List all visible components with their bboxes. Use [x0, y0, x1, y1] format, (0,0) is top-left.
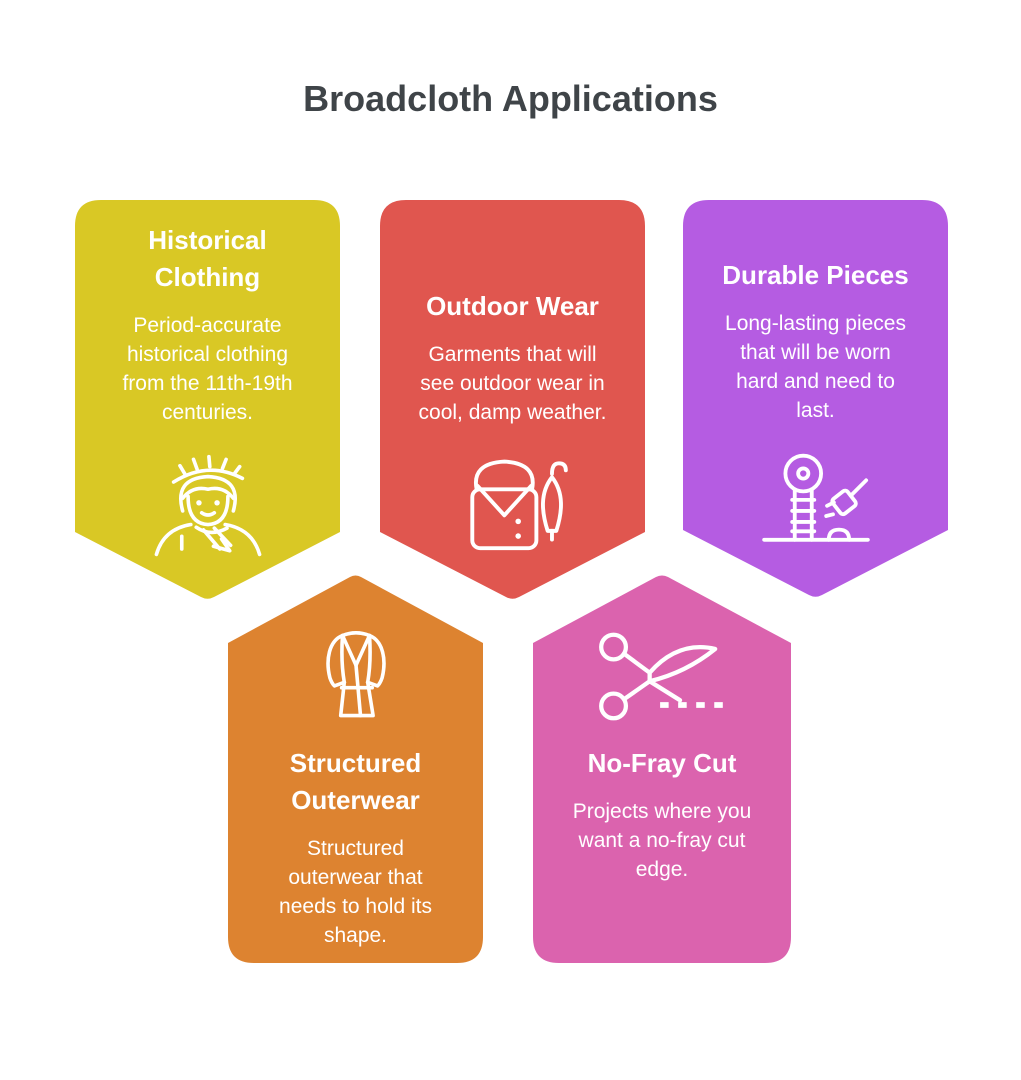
card-outdoor-wear: Outdoor Wear Garments that will see outd… [380, 200, 645, 600]
card-title: Outdoor Wear [426, 291, 599, 322]
card-shape-point-up [533, 575, 791, 963]
card-historical-clothing: Historical Clothing Period-accurate hist… [75, 200, 340, 600]
card-description: Period-accurate historical clothing from… [122, 314, 293, 425]
card-title: Structured Outerwear [289, 748, 422, 815]
card-shape-point-up [228, 575, 483, 963]
card-shape-point-down [75, 200, 340, 599]
card-title: No-Fray Cut [587, 748, 737, 778]
card-description: Long-lasting pieces that will be worn ha… [725, 312, 906, 423]
raincoat-umbrella-icon [448, 428, 578, 600]
scissors-icon [586, 573, 738, 745]
card-no-fray-cut: No-Fray Cut Projects where you want a no… [533, 573, 791, 963]
card-description: Projects where you want a no-fray cut ed… [572, 799, 752, 881]
card-shape-point-down [380, 200, 645, 599]
coat-icon [302, 573, 410, 745]
card-title: Durable Pieces [722, 260, 909, 291]
card-shape-point-down [683, 200, 948, 597]
card-description: Structured outerwear that needs to hold … [279, 836, 432, 947]
card-title: Historical Clothing [148, 225, 267, 293]
page-title: Broadcloth Applications [303, 78, 718, 119]
laurel-woman-icon [149, 428, 267, 600]
card-durable-pieces: Durable Pieces Long-lasting pieces that … [683, 200, 948, 598]
card-description: Garments that will see outdoor wear in c… [418, 343, 607, 425]
strength-tester-icon [752, 426, 880, 598]
card-structured-outerwear: Structured Outerwear Structured outerwea… [228, 573, 483, 963]
